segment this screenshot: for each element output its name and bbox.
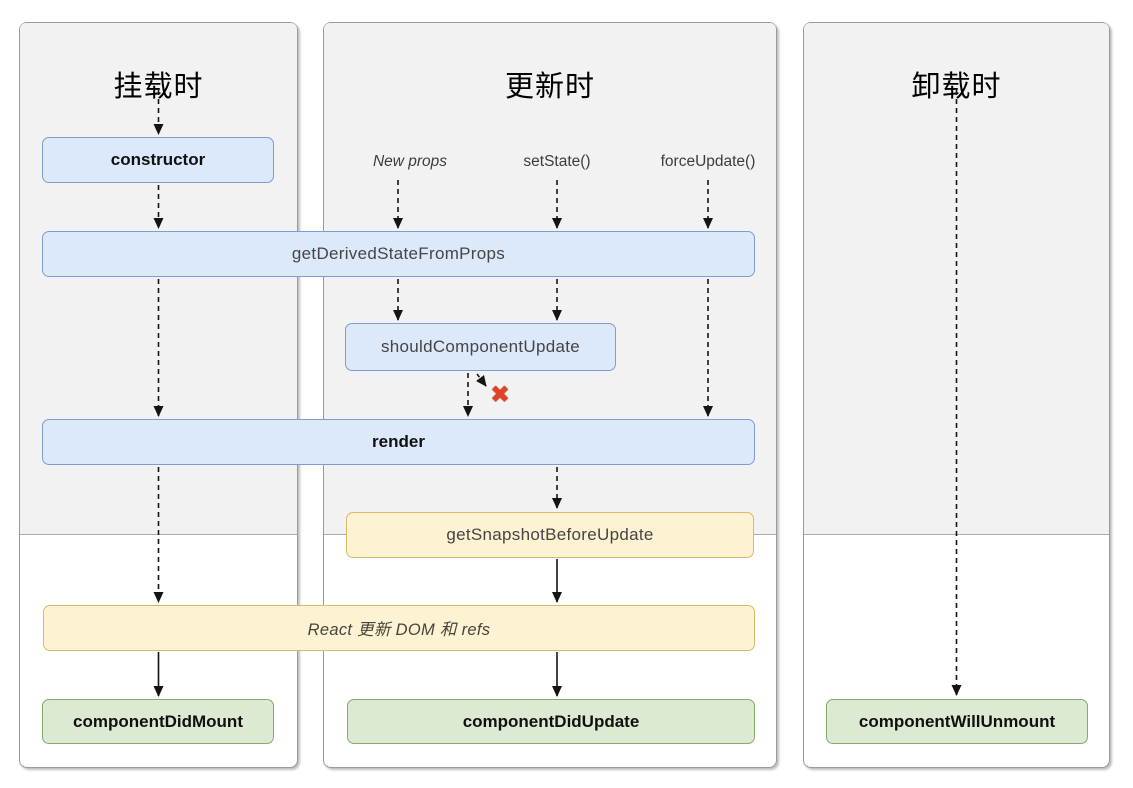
panel-unmounting: 卸载时 (803, 22, 1110, 768)
column-title-mounting: 挂载时 (113, 71, 204, 103)
component-did-mount-box: componentDidMount (42, 699, 274, 744)
render-box: render (42, 419, 755, 465)
panel-updating: 更新时 (323, 22, 777, 768)
column-title-updating: 更新时 (504, 71, 595, 103)
react-updates-dom-refs-box: React 更新 DOM 和 refs (43, 605, 755, 651)
trigger-new-props: New props (372, 153, 448, 170)
trigger-forceupdate: forceUpdate() (660, 153, 756, 170)
get-snapshot-before-update-box: getSnapshotBeforeUpdate (346, 512, 754, 558)
constructor-box: constructor (42, 137, 274, 183)
cancel-x-icon: ✖ (489, 381, 511, 409)
get-derived-state-from-props-box: getDerivedStateFromProps (42, 231, 755, 277)
column-title-unmounting: 卸载时 (911, 71, 1002, 103)
component-will-unmount-box: componentWillUnmount (826, 699, 1088, 744)
trigger-setstate: setState() (523, 153, 591, 170)
should-component-update-box: shouldComponentUpdate (345, 323, 616, 371)
panel-mounting: 挂载时 (19, 22, 298, 768)
component-did-update-box: componentDidUpdate (347, 699, 755, 744)
